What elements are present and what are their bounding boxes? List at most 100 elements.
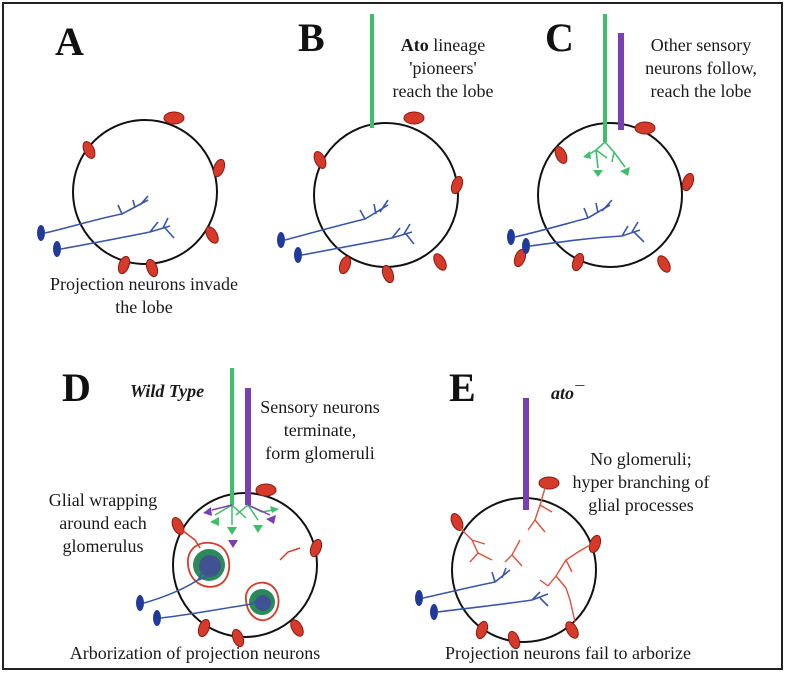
label-line: Sensory neurons <box>260 397 380 417</box>
glial-wrapping <box>187 541 231 588</box>
panel-letter-e: E <box>449 365 476 410</box>
glial-cell <box>163 111 185 125</box>
glial-wrapping <box>245 581 280 622</box>
glial-cell <box>565 621 579 639</box>
projection-neuron-axon <box>514 199 613 238</box>
projection-neuron-axon <box>160 597 267 619</box>
glial-cell <box>450 175 464 195</box>
arrowhead-icon <box>227 527 237 535</box>
glial-cell <box>475 620 489 640</box>
projection-neuron-axon <box>422 567 511 599</box>
ato-axon-branches <box>587 141 626 169</box>
glial-cell <box>681 172 695 192</box>
label-line: neurons follow, <box>645 58 757 78</box>
panel-e-label: No glomeruli; hyper branching of glial p… <box>555 448 727 517</box>
glial-cell <box>450 513 464 531</box>
panel-c <box>507 14 695 273</box>
projection-neuron-soma <box>522 238 530 254</box>
glial-cell <box>657 255 671 273</box>
projection-neuron-soma <box>53 241 61 257</box>
panel-letter-c: C <box>545 15 574 60</box>
glomerulus-core <box>199 555 221 577</box>
glial-cell <box>433 253 447 271</box>
glial-cell <box>82 141 96 159</box>
arrowhead-icon <box>620 167 630 176</box>
label-line: No glomeruli; <box>590 449 692 469</box>
projection-neuron-soma <box>507 229 515 245</box>
ato-bold-label: Ato <box>400 35 429 55</box>
panel-e-caption: Projection neurons fail to arborize <box>445 643 691 663</box>
panel-letter-d: D <box>62 365 91 410</box>
label-line: Ato lineage <box>378 34 508 57</box>
arrowhead-icon <box>228 540 238 548</box>
glial-cell <box>212 158 226 178</box>
glial-cell <box>290 619 304 637</box>
glial-cell <box>171 517 185 535</box>
arrowhead-icon <box>253 525 263 533</box>
panel-b-label: Ato lineage 'pioneers' reach the lobe <box>378 34 508 103</box>
label-line: form glomeruli <box>265 443 375 463</box>
panel-a <box>37 111 226 278</box>
projection-neuron-soma <box>277 232 285 248</box>
label-line: glomerulus <box>62 536 144 556</box>
projection-neuron-axon <box>529 221 645 247</box>
glial-cell <box>197 618 211 638</box>
label-rest: lineage <box>428 35 486 55</box>
projection-neuron-axon <box>44 195 149 234</box>
label-line: around each <box>59 513 147 533</box>
projection-neuron-axon <box>284 199 389 241</box>
projection-neuron-soma <box>294 247 302 263</box>
glial-cell <box>205 226 219 244</box>
projection-neuron-soma <box>136 595 144 611</box>
lobe-circle <box>537 122 683 268</box>
projection-neuron-axon <box>437 591 549 613</box>
arrowhead-icon <box>203 507 212 516</box>
lobe-circle <box>313 122 459 268</box>
glomerulus-core <box>255 595 271 611</box>
glial-cell <box>588 534 602 554</box>
glial-cell <box>338 255 352 275</box>
panel-e-title: ato¯ <box>551 383 584 403</box>
glial-cell <box>634 121 656 135</box>
panel-letter-b: B <box>298 15 325 60</box>
projection-neuron-soma <box>430 604 438 620</box>
label-line: Other sensory <box>650 35 752 55</box>
projection-neuron-soma <box>153 610 161 626</box>
glial-cell <box>117 255 131 275</box>
panel-e <box>415 398 602 650</box>
panel-letter-a: A <box>55 19 84 64</box>
glial-cell <box>309 538 323 558</box>
panel-d-sensory-label: Sensory neurons terminate, form glomerul… <box>250 396 390 465</box>
label-line: reach the lobe <box>650 81 752 101</box>
label-line: reach the lobe <box>392 81 494 101</box>
glial-cell <box>381 264 395 284</box>
panel-d-glial-label: Glial wrapping around each glomerulus <box>33 489 173 558</box>
lobe-circle <box>72 119 218 265</box>
glial-hyper-branching <box>459 487 591 623</box>
glial-cell <box>554 146 568 164</box>
panel-a-caption: Projection neurons invade the lobe <box>28 273 260 319</box>
arrowhead-icon <box>210 517 219 526</box>
projection-neuron-soma <box>37 225 45 241</box>
label-line: hyper branching of <box>572 472 710 492</box>
glial-cell <box>507 630 521 650</box>
panel-d-caption: Arborization of projection neurons <box>69 643 321 663</box>
arrowhead-icon <box>266 515 276 524</box>
glial-cell <box>403 111 425 125</box>
sensory-axon-branches <box>214 504 274 525</box>
panel-d-title: Wild Type <box>130 381 205 401</box>
caption-line: the lobe <box>115 297 173 317</box>
projection-neuron-axon <box>143 559 213 604</box>
sensory-axon-branches <box>211 504 271 516</box>
caption-line: Projection neurons invade <box>50 274 238 294</box>
glial-cell <box>313 151 327 169</box>
label-line: 'pioneers' <box>409 58 477 78</box>
label-line: glial processes <box>588 495 694 515</box>
glial-cell <box>231 628 245 648</box>
panel-c-label: Other sensory neurons follow, reach the … <box>628 34 774 103</box>
glial-cell <box>571 252 585 272</box>
arrowhead-icon <box>270 506 279 513</box>
glial-cell <box>255 483 277 497</box>
